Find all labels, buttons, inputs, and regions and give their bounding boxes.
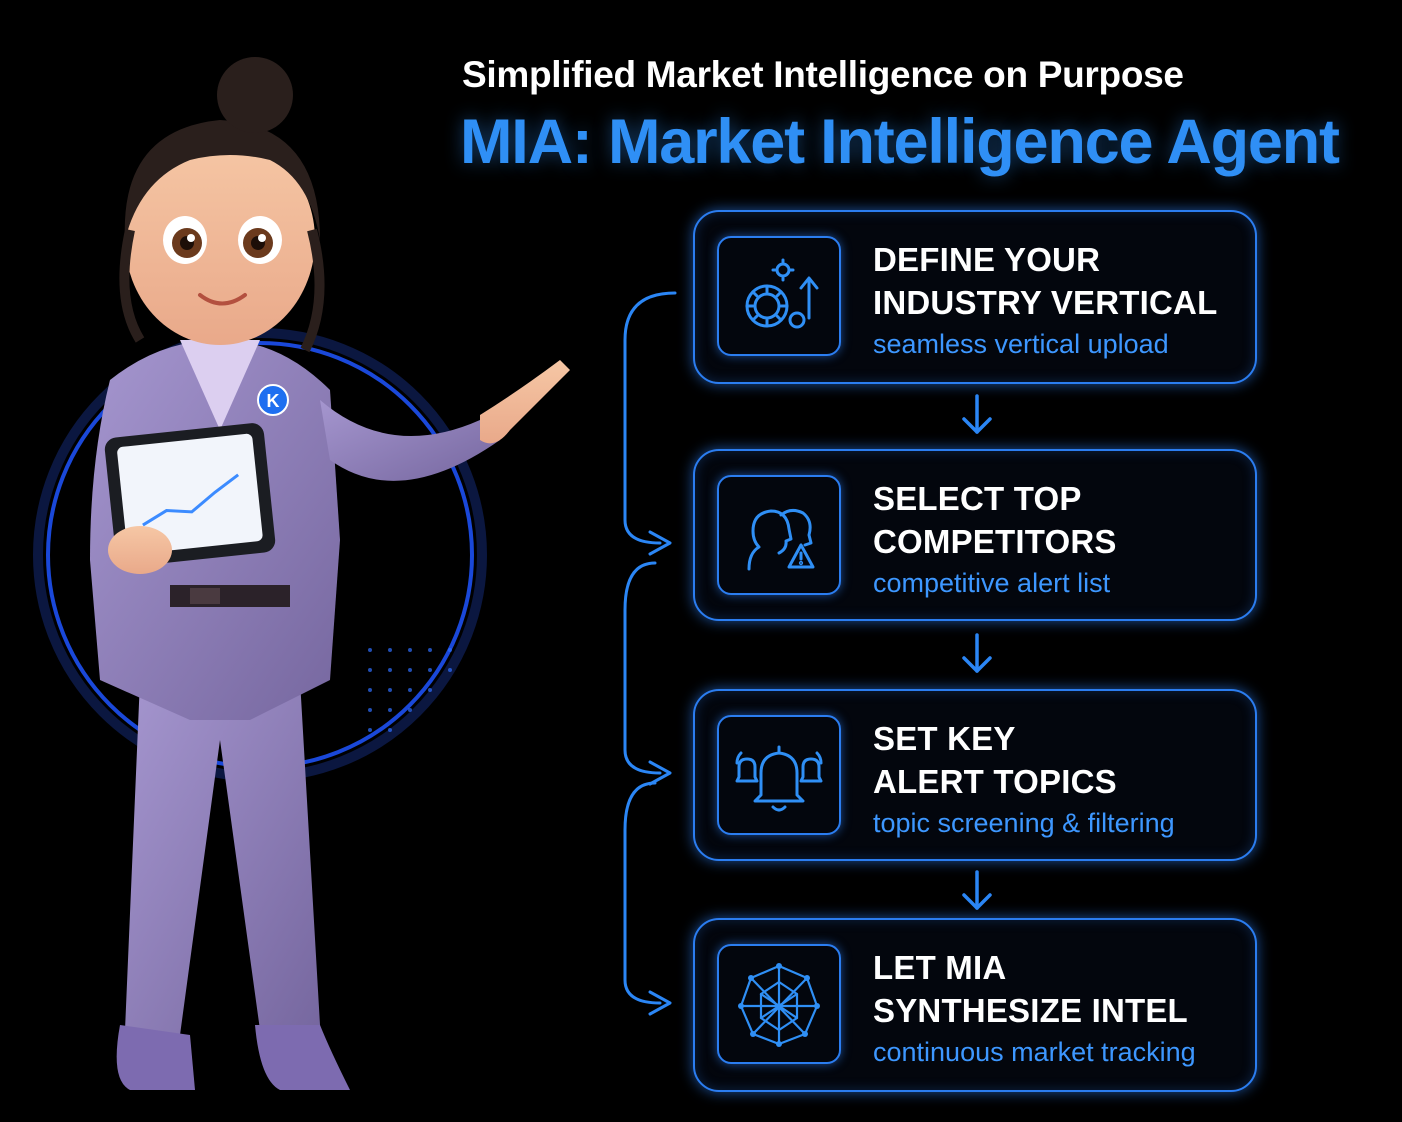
svg-text:K: K (267, 391, 280, 411)
step-title-line1: SELECT TOP (873, 480, 1082, 517)
step-card-define-vertical: DEFINE YOUR INDUSTRY VERTICAL seamless v… (693, 210, 1257, 384)
gears-arrow-icon (717, 236, 841, 356)
character-illustration: K (33, 57, 570, 1090)
step-title-line2: ALERT TOPICS (873, 763, 1117, 800)
step-card-alert-topics: SET KEY ALERT TOPICS topic screening & f… (693, 689, 1257, 861)
step-title-line2: COMPETITORS (873, 523, 1117, 560)
step-title-line2: SYNTHESIZE INTEL (873, 992, 1188, 1029)
page-title: MIA: Market Intelligence Agent (460, 107, 1340, 177)
page-subtitle: Simplified Market Intelligence on Purpos… (462, 54, 1184, 95)
step-title-line1: LET MIA (873, 949, 1007, 986)
step-subtitle: topic screening & filtering (873, 808, 1175, 838)
down-arrow-icon (962, 870, 992, 910)
step-card-synthesize-intel: LET MIA SYNTHESIZE INTEL continuous mark… (693, 918, 1257, 1092)
step-title-line1: DEFINE YOUR (873, 241, 1101, 278)
flow-connector (623, 291, 677, 1016)
step-subtitle: continuous market tracking (873, 1037, 1196, 1067)
down-arrow-icon (962, 394, 992, 434)
step-title-line2: INDUSTRY VERTICAL (873, 284, 1218, 321)
step-subtitle: competitive alert list (873, 568, 1111, 598)
step-card-select-competitors: SELECT TOP COMPETITORS competitive alert… (693, 449, 1257, 621)
alert-bells-icon (717, 715, 841, 835)
badge-icon (257, 384, 289, 416)
network-globe-icon (717, 944, 841, 1064)
step-title-line1: SET KEY (873, 720, 1016, 757)
step-subtitle: seamless vertical upload (873, 329, 1169, 359)
competitor-heads-alert-icon (717, 475, 841, 595)
down-arrow-icon (962, 633, 992, 673)
